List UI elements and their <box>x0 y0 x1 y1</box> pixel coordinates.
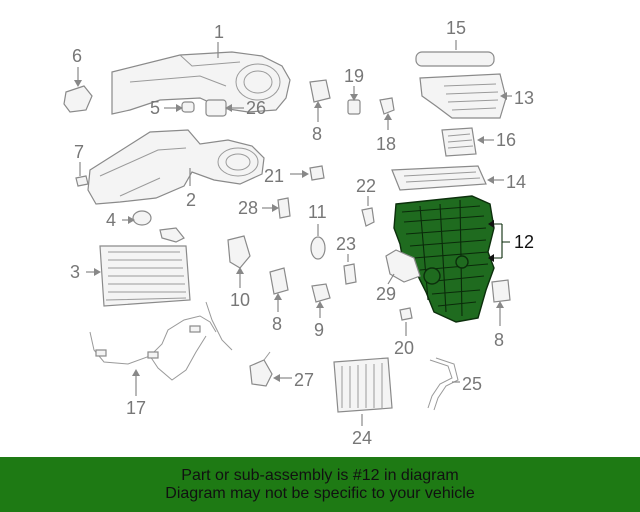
part-label-25: 25 <box>462 374 482 394</box>
part-label-18: 18 <box>376 134 396 154</box>
part-label-17: 17 <box>126 398 146 418</box>
part-21-clip <box>309 165 325 181</box>
part-label-21: 21 <box>264 166 284 186</box>
part-26-bracket <box>205 99 227 117</box>
part-label-11: 11 <box>308 202 327 222</box>
part-label-2: 2 <box>186 190 196 210</box>
part-label-8a: 8 <box>312 124 322 144</box>
part-7-clip <box>75 175 89 187</box>
part-label-4: 4 <box>106 210 116 230</box>
part-2-housing <box>87 129 265 205</box>
part-8-connector-b <box>269 267 289 295</box>
part-1-housing <box>111 51 291 115</box>
part-8-connector-a <box>309 79 331 103</box>
part-label-8c: 8 <box>494 330 504 350</box>
part-label-14: 14 <box>506 172 526 192</box>
part-23-clip <box>343 263 357 285</box>
part-24-heater-core <box>333 357 393 413</box>
part-label-10: 10 <box>230 290 250 310</box>
part-12-hvac-module <box>393 195 495 323</box>
part-label-3: 3 <box>70 262 80 282</box>
part-20-screw <box>399 307 413 321</box>
part-label-7: 7 <box>74 142 84 162</box>
part-4-seal <box>132 210 152 226</box>
part-label-26: 26 <box>246 98 266 118</box>
part-19-sensor <box>347 99 361 115</box>
part-3-evaporator <box>99 245 191 307</box>
banner-line-1: Part or sub-assembly is #12 in diagram <box>181 466 459 484</box>
part-27-actuator <box>249 351 273 387</box>
banner-line-2: Diagram may not be specific to your vehi… <box>165 484 475 502</box>
part-label-27: 27 <box>294 370 314 390</box>
part-14-filter <box>391 165 487 191</box>
part-info-banner: Part or sub-assembly is #12 in diagram D… <box>0 457 640 512</box>
part-label-22: 22 <box>356 176 376 196</box>
part-label-9: 9 <box>314 320 324 340</box>
part-label-16: 16 <box>496 130 516 150</box>
part-label-15: 15 <box>446 18 466 38</box>
part-22-clip <box>361 207 375 227</box>
part-29-duct <box>385 249 421 283</box>
part-13-blower <box>419 73 507 119</box>
part-label-8b: 8 <box>272 314 282 334</box>
part-label-1: 1 <box>214 22 224 42</box>
part-28-link <box>277 197 291 219</box>
part-5-grommet <box>181 101 195 113</box>
part-label-20: 20 <box>394 338 414 358</box>
part-17-wiring <box>89 301 233 381</box>
part-label-24: 24 <box>352 428 372 448</box>
part-label-29: 29 <box>376 284 396 304</box>
part-label-19: 19 <box>344 66 364 86</box>
part-10-actuator <box>227 235 251 269</box>
part-15-filter-door <box>415 51 495 67</box>
part-label-5: 5 <box>150 98 160 118</box>
part-label-12: 12 <box>514 232 534 252</box>
part-25-tube <box>427 357 459 411</box>
part-label-6: 6 <box>72 46 82 66</box>
part-label-13: 13 <box>514 88 534 108</box>
part-11-grommet <box>310 236 326 260</box>
parts-diagram: 1 2 6 5 26 7 4 3 17 <box>63 18 534 448</box>
part-label-23: 23 <box>336 234 356 254</box>
part-6-cap <box>63 85 93 113</box>
part-8-connector-c <box>491 279 511 303</box>
part-9-bracket <box>311 283 331 303</box>
part-label-28: 28 <box>238 198 258 218</box>
part-18-actuator <box>379 97 395 115</box>
part-16-grille <box>441 127 477 157</box>
